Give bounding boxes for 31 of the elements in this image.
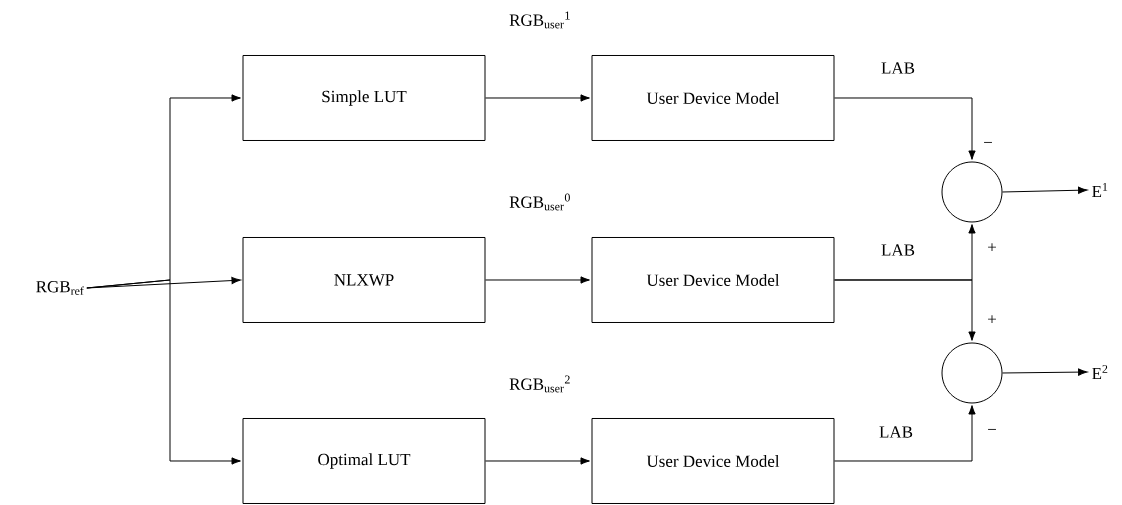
arrow xyxy=(834,279,976,341)
process-box: Optimal LUT xyxy=(242,418,486,504)
edge-label: RGB$_{user}$1 xyxy=(508,10,572,30)
arrow xyxy=(485,457,590,465)
sign-label: − xyxy=(988,428,996,430)
arrow xyxy=(1002,186,1088,194)
process-box: NLXWP xyxy=(242,237,486,323)
signal-label: RGB$_{ref}$ xyxy=(36,281,84,295)
signal-label: E$^{2}$ xyxy=(1092,364,1108,380)
edge-label: RGB$_{user}$0 xyxy=(508,192,572,212)
process-box: Simple LUT xyxy=(242,55,486,141)
sign-label: + xyxy=(988,315,996,324)
process-box: User Device Model xyxy=(591,418,835,504)
edge-label: LAB xyxy=(880,243,916,257)
edge-label: RGB$_{user}$2 xyxy=(508,374,572,394)
process-box: User Device Model xyxy=(591,55,835,141)
summing-circle xyxy=(941,342,1003,404)
arrow xyxy=(485,94,590,102)
arrow xyxy=(834,405,976,462)
sign-label: − xyxy=(984,141,992,143)
arrow xyxy=(834,97,976,160)
edge-label: LAB xyxy=(880,61,916,75)
arrow xyxy=(1002,368,1088,376)
arrow xyxy=(86,279,241,465)
edge-label: LAB xyxy=(878,425,914,439)
summing-circle xyxy=(941,161,1003,223)
arrow xyxy=(485,276,590,284)
process-box: User Device Model xyxy=(591,237,835,323)
sign-label: + xyxy=(988,243,996,252)
signal-label: E$^{1}$ xyxy=(1092,182,1108,198)
arrow xyxy=(86,276,241,289)
